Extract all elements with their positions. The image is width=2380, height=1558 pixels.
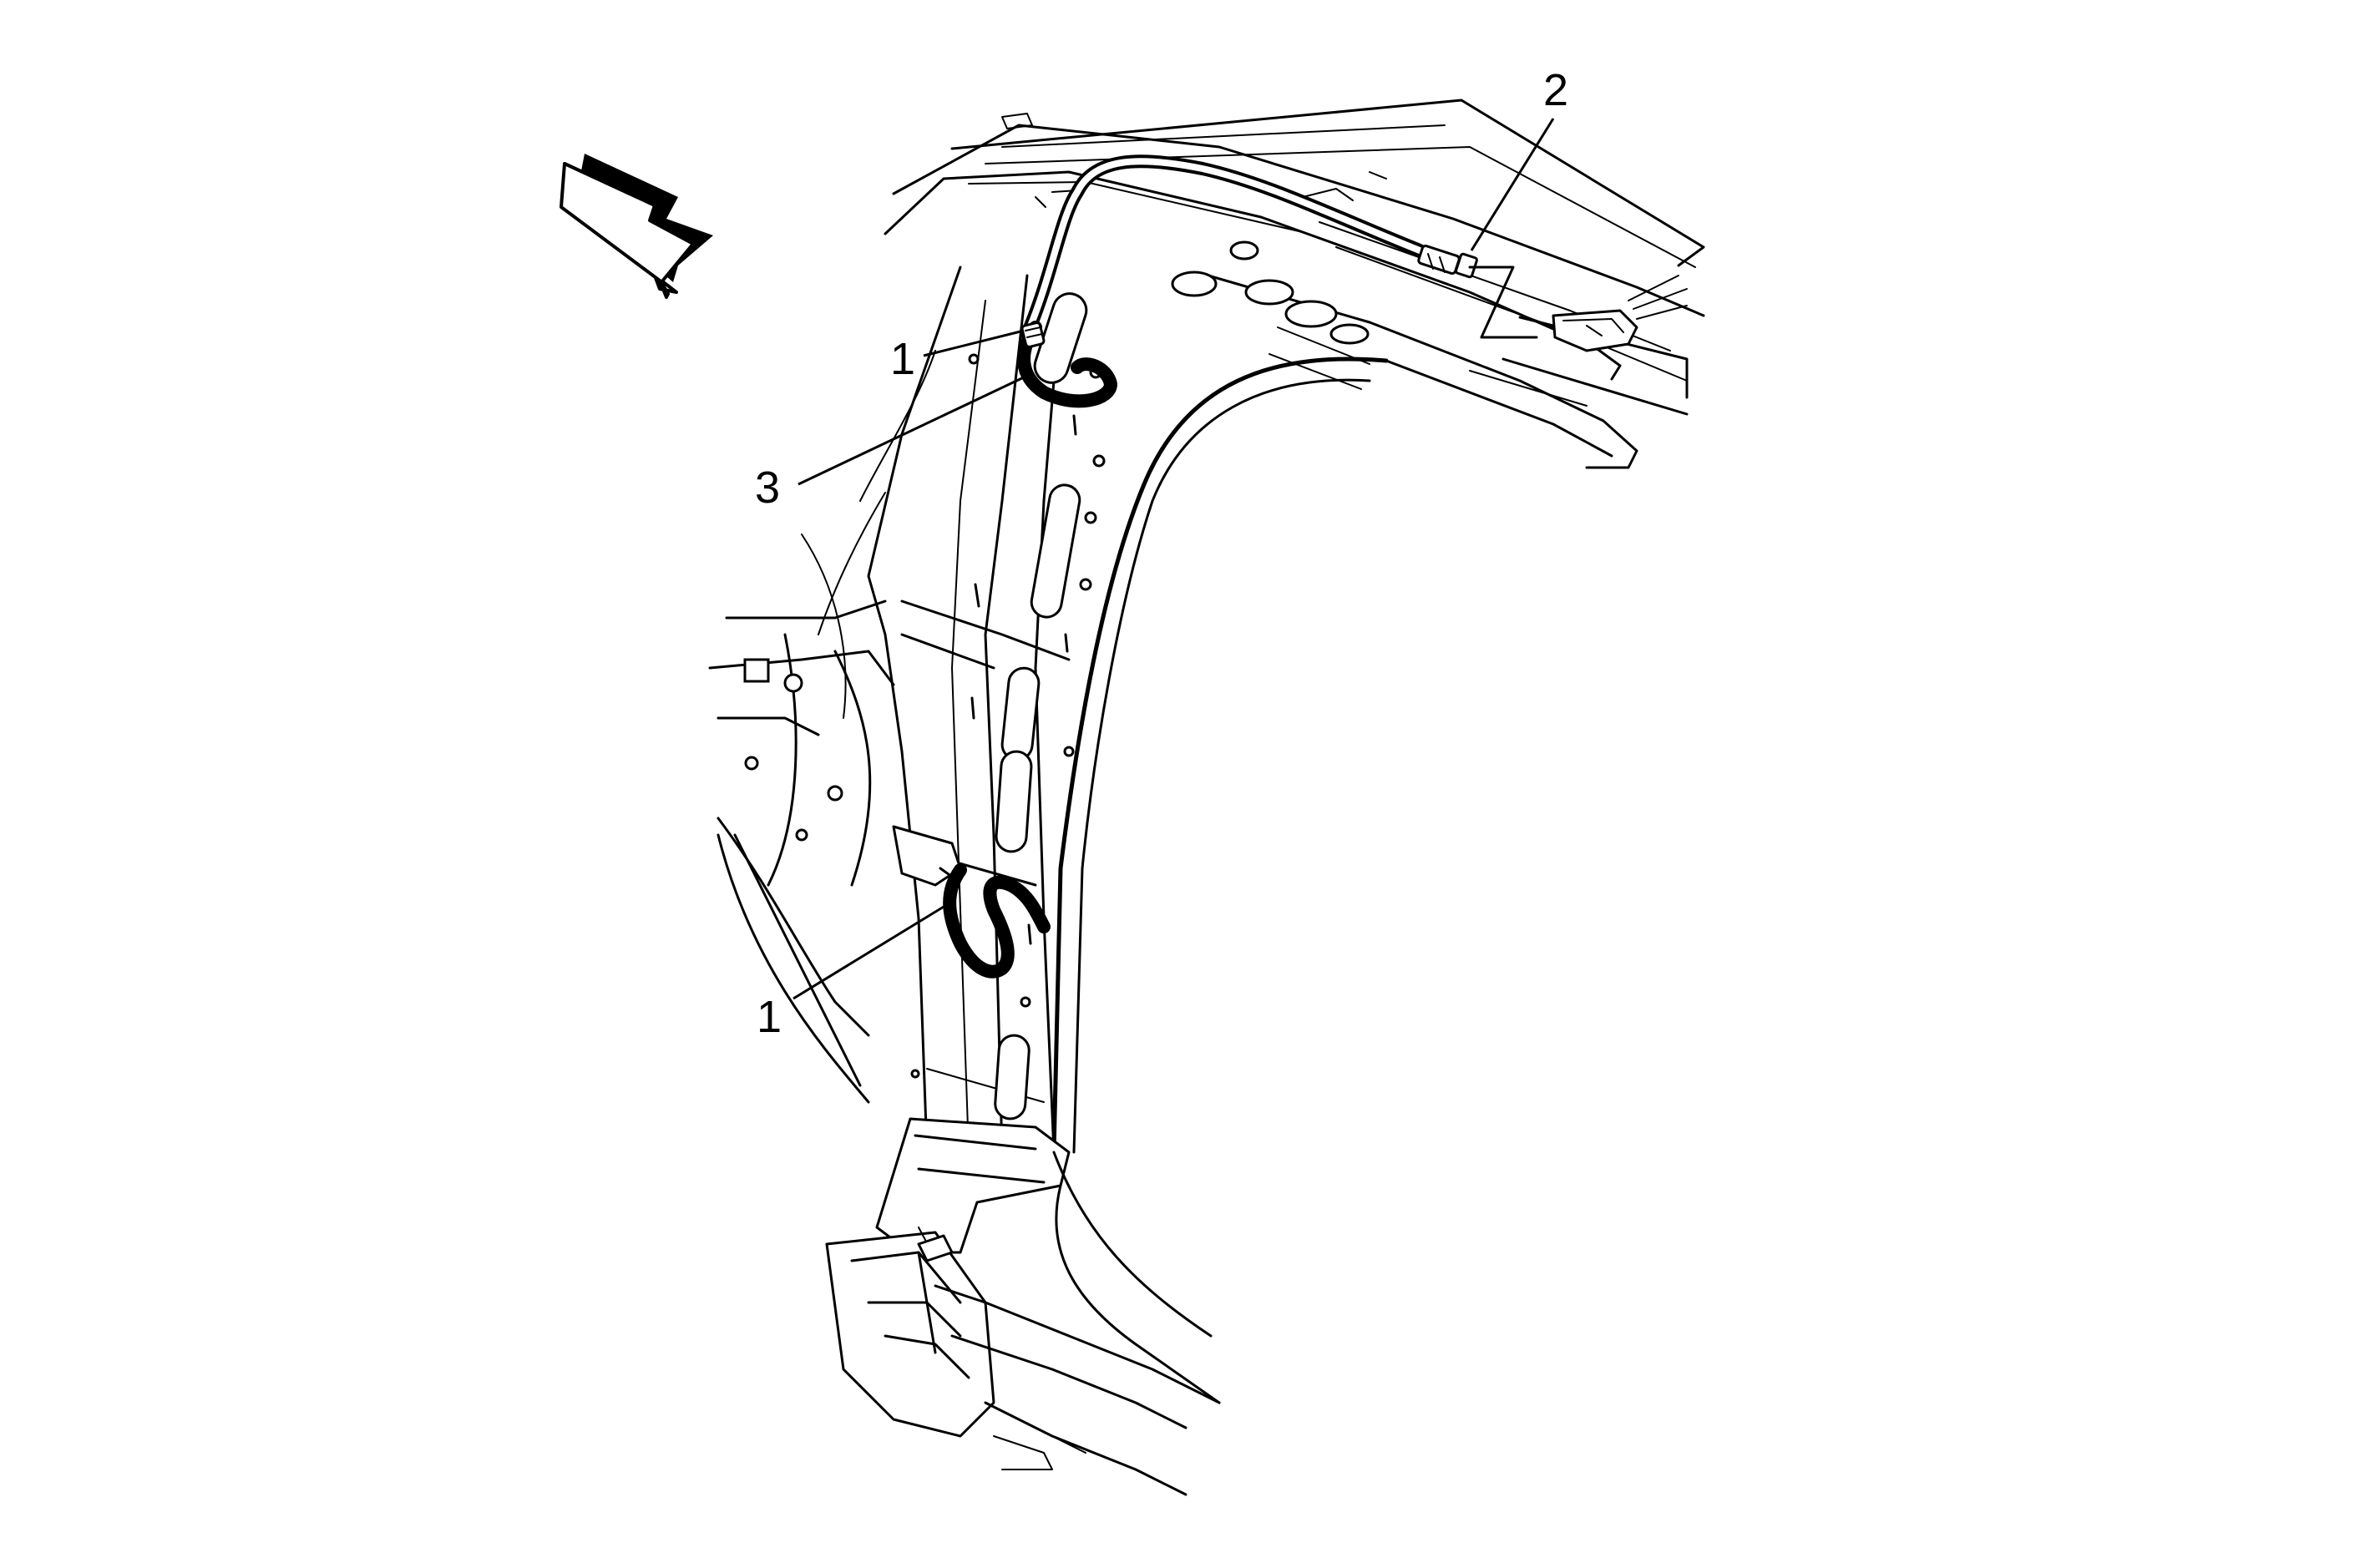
callout-1-lower: 1 — [757, 992, 782, 1042]
view-direction-arrow-icon — [560, 154, 713, 299]
antenna-cable — [939, 154, 1426, 979]
callout-2: 2 — [1543, 65, 1568, 115]
rocker-sill — [825, 1117, 1221, 1496]
b-pillar — [867, 266, 1389, 1155]
antenna-connector — [1417, 244, 1538, 339]
callout-3: 3 — [755, 463, 780, 513]
roof-rail — [884, 99, 1705, 469]
callout-leaders — [792, 118, 1555, 1000]
upper-clip — [1020, 321, 1046, 348]
side-panel — [708, 350, 962, 1104]
callout-1-upper: 1 — [890, 334, 915, 384]
